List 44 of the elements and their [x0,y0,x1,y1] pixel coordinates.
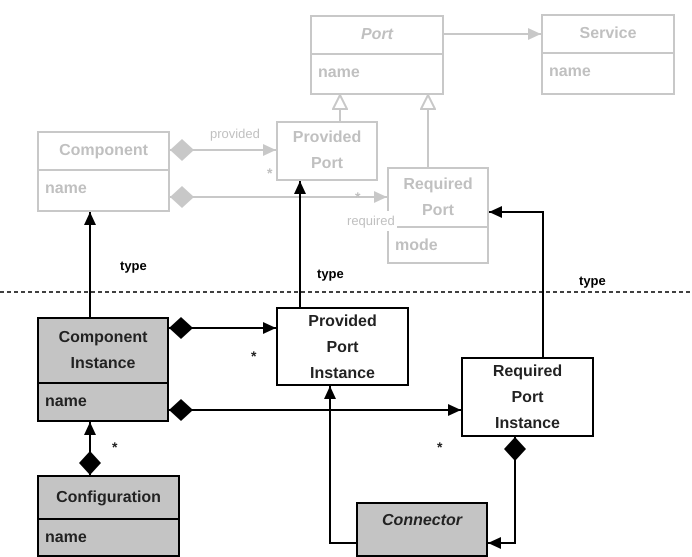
generalization-arrow [332,94,348,121]
class-name: Component Instance [58,328,148,374]
class-name: Connector [382,511,462,531]
composition-arrow [169,317,276,339]
attribute-text: name [45,180,87,197]
class-name: Required Port [403,174,473,220]
class-box [37,317,169,422]
multiplicity-label: * [437,438,442,457]
composition-arrow [79,422,101,475]
composition-arrow [488,437,526,549]
class-box [541,14,675,95]
class-box [276,307,409,386]
attribute-text: name [549,63,591,80]
multiplicity-label: * [251,347,256,366]
class-name: Service [580,24,636,44]
class-name: Provided Port [292,128,362,174]
multiplicity-label: * [267,164,272,183]
attribute-text: name [45,529,87,546]
class-box [461,357,594,437]
multiplicity-label: * [112,438,118,457]
class-name: Provided Port Instance [307,312,378,384]
edge-label: required [345,211,397,230]
class-name: Configuration [56,488,161,508]
generalization-arrow [420,94,436,167]
class-box [37,475,180,557]
attribute-text: name [318,64,360,81]
class-box [356,502,488,557]
arrow [489,206,544,357]
arrow [294,181,306,307]
arrow [84,212,96,317]
arrow [444,28,541,40]
class-box [310,15,444,95]
arrow [324,386,356,544]
composition-arrow [169,399,461,421]
class-box [37,131,170,212]
class-name: Component [59,141,148,161]
multiplicity-label: * [355,188,360,207]
attribute-text: mode [395,237,438,254]
composition-arrow [170,186,387,208]
class-name: Port [361,25,393,45]
composition-arrow [170,139,276,161]
class-box [276,121,378,181]
class-name: Required Port Instance [492,362,564,434]
attribute-text: name [45,393,87,410]
